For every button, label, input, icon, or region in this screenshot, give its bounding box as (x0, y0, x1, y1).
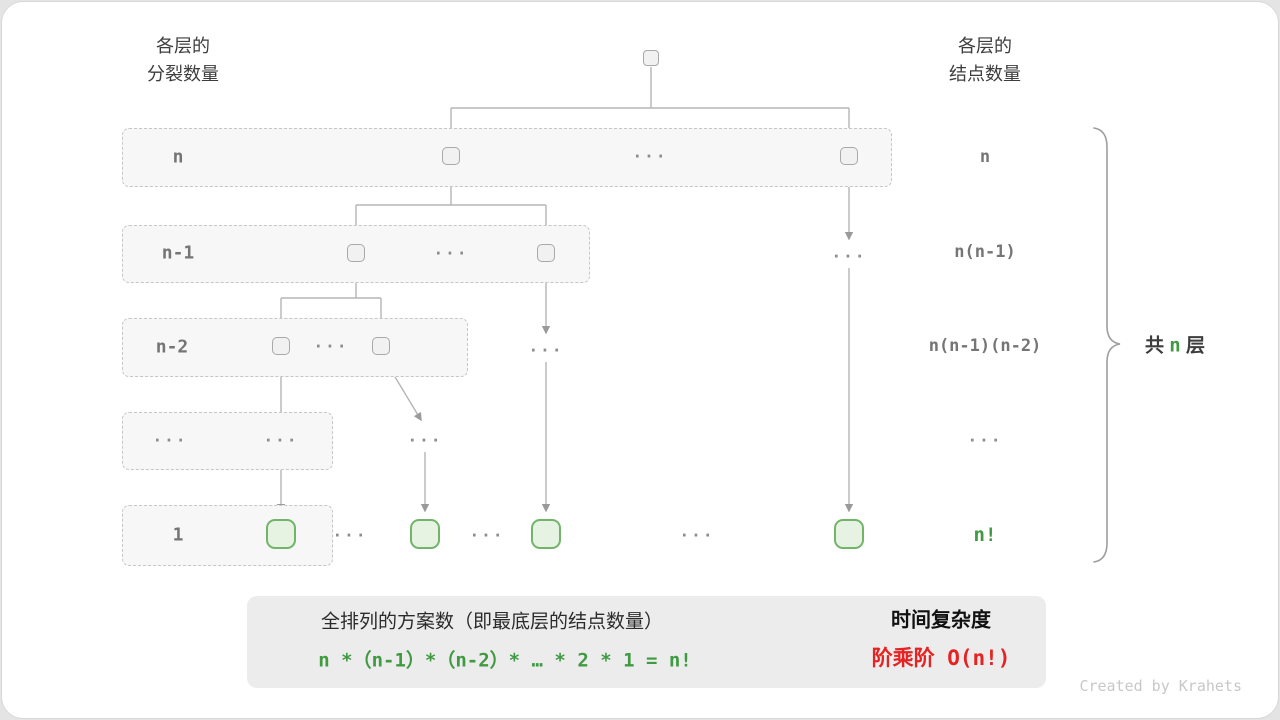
tree-node-leaf (410, 519, 440, 549)
ellipsis: ... (632, 142, 668, 162)
brace-label-suffix: 层 (1186, 335, 1206, 357)
ellipsis: ... (263, 426, 299, 446)
count-label-3: n(n-1)(n-2) (928, 336, 1042, 356)
complexity-title: 时间复杂度 (891, 609, 991, 632)
split-label-5: 1 (172, 524, 184, 546)
tree-node-root (643, 50, 659, 66)
tree-node-leaf (266, 519, 296, 549)
level-box-5 (122, 505, 333, 566)
summary-box (247, 596, 1046, 688)
ellipsis: ... (528, 336, 564, 356)
tree-node-leaf (531, 519, 561, 549)
tree-node-leaf (834, 519, 864, 549)
tree-node (537, 244, 555, 262)
split-label-2: n-1 (161, 242, 195, 264)
tree-node (840, 147, 858, 165)
split-label-4: ... (152, 426, 188, 446)
ellipsis: ... (433, 239, 469, 259)
count-label-4: ... (967, 426, 1003, 446)
ellipsis: ... (679, 521, 715, 541)
header-left-line2: 分裂数量 (147, 64, 219, 84)
header-left-line1: 各层的 (156, 36, 210, 56)
header-right-line1: 各层的 (958, 36, 1012, 56)
split-label-3: n-2 (155, 336, 189, 358)
summary-formula: n *（n-1）*（n-2）* … * 2 * 1 = n! (318, 649, 692, 672)
level-box-1 (122, 128, 892, 187)
tree-node (442, 147, 460, 165)
ellipsis: ... (332, 521, 368, 541)
brace-label-n: n (1169, 334, 1181, 357)
ellipsis: ... (407, 426, 443, 446)
level-box-3 (122, 318, 468, 377)
summary-title: 全排列的方案数（即最底层的结点数量） (320, 611, 664, 633)
brace-label: 共 n 层 (1145, 331, 1205, 358)
ellipsis: ... (313, 332, 349, 352)
count-label-2: n(n-1) (954, 242, 1016, 262)
count-label-1: n (979, 147, 991, 167)
count-label-5: n! (973, 524, 997, 546)
ellipsis: ... (831, 242, 867, 262)
level-box-4 (122, 412, 333, 470)
credit-text: Created by Krahets (1079, 677, 1242, 695)
tree-node (372, 337, 390, 355)
brace-label-prefix: 共 (1144, 335, 1164, 357)
tree-node (272, 337, 290, 355)
tree-node (347, 244, 365, 262)
level-box-2 (122, 225, 590, 283)
complexity-value: 阶乘阶 O(n!) (871, 646, 1011, 670)
split-label-1: n (172, 146, 184, 168)
ellipsis: ... (469, 521, 505, 541)
header-right-line2: 结点数量 (949, 64, 1021, 84)
